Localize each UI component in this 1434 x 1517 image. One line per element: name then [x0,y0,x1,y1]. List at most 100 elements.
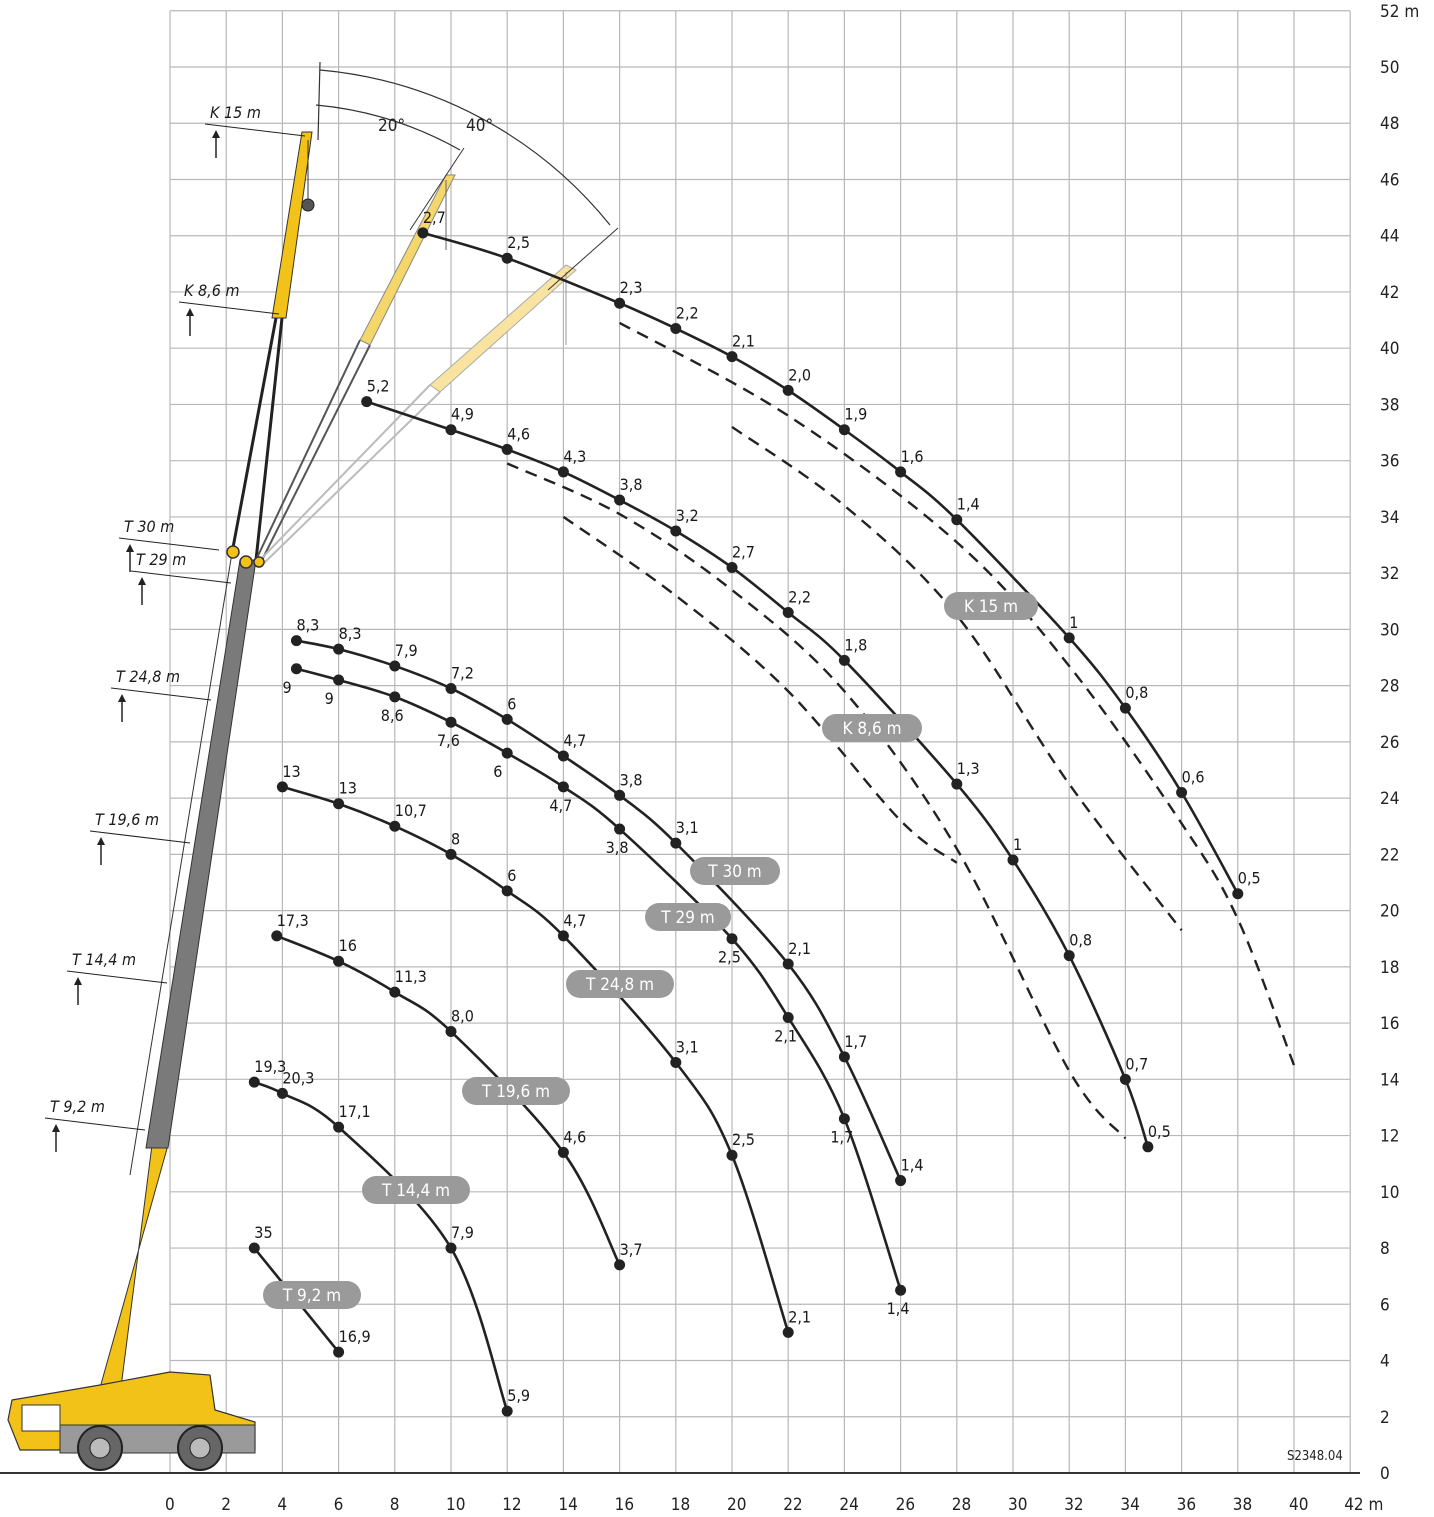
data-point [333,1346,345,1358]
pill-text: T 19,6 m [481,1082,550,1102]
data-label: 3,2 [676,506,699,525]
y-tick-label: 18 [1380,958,1399,978]
y-tick-label: 46 [1380,170,1399,190]
data-label: 16,9 [339,1327,371,1346]
crane-part [547,227,619,291]
boom-tags: K 15 mK 8,6 mT 30 mT 29 mT 24,8 mT 19,6 … [44,103,306,1152]
crane-part [253,556,265,568]
data-label: 8,3 [339,624,362,643]
y-tick-label: 44 [1380,227,1399,247]
data-point [445,1026,457,1038]
boom-tag-label: T 9,2 m [50,1097,105,1116]
data-label: 2,5 [732,1130,755,1149]
data-point [782,1011,794,1023]
data-label: 2,1 [788,1307,811,1326]
data-point [895,466,907,478]
data-label: 1,4 [901,1156,924,1175]
data-label: 8,6 [381,706,404,725]
data-point [951,514,963,526]
data-label: 1 [1069,613,1078,632]
boom-tag-label: T 30 m [124,517,174,536]
pill-text: K 15 m [964,597,1018,617]
x-tick-label: 0 [165,1495,175,1515]
x-tick-label: 12 [502,1495,521,1515]
boom-tag-label: T 24,8 m [116,667,180,686]
y-tick-label: 38 [1380,395,1399,415]
y-tick-label: 42 [1380,283,1399,303]
crane-part [129,552,233,1176]
y-tick-label: 30 [1380,620,1399,640]
crane-part [255,339,361,561]
boom-tag-leader [110,687,212,701]
data-label: 16 [339,936,357,955]
data-label: 1,7 [830,1128,853,1147]
x-tick-label: 28 [952,1495,971,1515]
data-point [557,1146,569,1158]
y-tick-label: 48 [1380,114,1399,134]
data-label: 4,7 [563,731,586,750]
data-label: 7,9 [395,641,418,660]
data-point [445,848,457,860]
data-point [726,1149,738,1161]
boom-tag-label: T 29 m [136,550,186,569]
x-tick-label: 2 [221,1495,231,1515]
data-point [670,323,682,335]
up-arrow-icon [52,1124,60,1132]
x-tick-label: 8 [390,1495,400,1515]
crane-part [429,264,577,393]
dashed-line [731,425,1183,932]
pill-background [944,592,1038,620]
data-label: 0,8 [1069,931,1092,950]
y-tick-label: 52 m [1380,2,1419,22]
y-tick-label: 0 [1380,1464,1390,1484]
series-pill-label: T 24,8 m [566,970,674,998]
boom-tag-leader [204,123,306,137]
data-label: 7,6 [437,731,460,750]
boom-tag-leader [178,301,280,315]
y-tick-label: 8 [1380,1239,1390,1259]
data-point [1142,1141,1154,1153]
data-label: 0,7 [1125,1054,1148,1073]
data-point [501,1405,513,1417]
series-pill-label: T 29 m [645,903,731,931]
data-point [614,494,626,506]
data-point [1119,702,1131,714]
crane-part [239,555,253,569]
x-tick-label: 22 [783,1495,802,1515]
series-pill-label: K 8,6 m [822,714,922,742]
data-label: 2,3 [620,278,643,297]
crane-part [261,391,441,566]
pill-background [566,970,674,998]
data-point [248,1242,260,1254]
data-label: 2,1 [788,939,811,958]
crane-part [261,344,371,561]
pill-background [263,1281,361,1309]
series-line [422,231,1239,895]
data-label: 7,9 [451,1223,474,1242]
data-point [389,986,401,998]
y-tick-label: 28 [1380,677,1399,697]
data-point [501,443,513,455]
drawing-code: S2348.04 [1287,1449,1343,1464]
x-tick-label: 16 [615,1495,634,1515]
data-label: 2,1 [774,1026,797,1045]
x-tick-label: 20 [727,1495,746,1515]
data-point [1063,632,1075,644]
data-label: 13 [282,762,300,781]
data-point [276,781,288,793]
data-point [614,823,626,835]
x-tick-label: 4 [277,1495,287,1515]
data-label: 1,6 [901,447,924,466]
pill-text: T 9,2 m [282,1286,341,1306]
data-label: 3,8 [606,838,629,857]
data-point [782,607,794,619]
data-point [1119,1073,1131,1085]
x-tick-label: 34 [1120,1495,1139,1515]
crane-part [359,174,456,346]
y-tick-label: 10 [1380,1183,1399,1203]
series-pill-label: K 15 m [944,592,1038,620]
y-tick-label: 50 [1380,58,1399,78]
